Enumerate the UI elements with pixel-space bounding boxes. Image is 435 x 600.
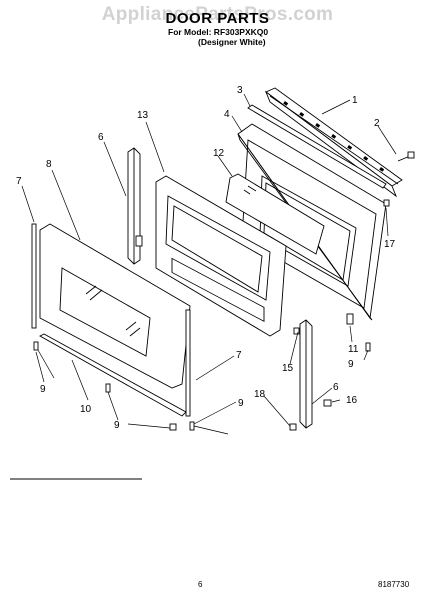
screws [33, 199, 390, 431]
callout-9-right-upper: 9 [348, 359, 354, 370]
callout-15: 15 [282, 363, 294, 374]
callout-17: 17 [384, 239, 396, 250]
callout-12: 12 [213, 148, 225, 159]
callout-6-left: 6 [98, 132, 104, 143]
callout-7-left: 7 [16, 176, 22, 187]
hinge-channel-left [127, 147, 143, 265]
watermark: AppliancePartsPros.com [101, 4, 334, 25]
model-line: For Model: RF303PXKQ0 [168, 27, 269, 37]
callout-16: 16 [346, 395, 358, 406]
bottom-trim-strip [39, 333, 187, 417]
callout-9-bottom: 9 [114, 420, 120, 431]
screw-part-2 [397, 151, 415, 162]
vent-slots [283, 101, 385, 172]
oven-window-glass [225, 173, 325, 255]
callout-11: 11 [348, 344, 359, 355]
callout-18: 18 [254, 389, 266, 400]
callout-13: 13 [137, 110, 149, 121]
callout-9-center: 9 [238, 398, 244, 409]
variant-line: (Designer White) [198, 37, 266, 47]
callout-2: 2 [374, 118, 380, 129]
clip-part-16 [323, 399, 332, 407]
callout-1: 1 [352, 95, 358, 106]
page-title: DOOR PARTS [165, 10, 270, 27]
callout-6-right: 6 [333, 382, 339, 393]
page-number: 6 [198, 580, 203, 589]
door-frame [155, 175, 287, 337]
document-number: 8187730 [378, 580, 410, 589]
callout-8: 8 [46, 159, 52, 170]
hinge-channel-right [299, 319, 313, 429]
bracket-part-11 [346, 313, 354, 325]
callout-3: 3 [237, 85, 243, 96]
callout-10: 10 [80, 404, 92, 415]
side-trim-right [185, 309, 191, 417]
callout-7-right: 7 [236, 350, 242, 361]
callout-9-left: 9 [40, 384, 46, 395]
leader-lines [21, 93, 397, 435]
top-bracket-rod [247, 104, 387, 189]
callouts: 1 2 3 4 13 12 6 8 7 17 11 9 7 9 10 9 15 … [16, 85, 396, 431]
outer-door-glass [39, 223, 191, 389]
callout-4: 4 [224, 109, 230, 120]
side-trim-left [31, 223, 37, 329]
